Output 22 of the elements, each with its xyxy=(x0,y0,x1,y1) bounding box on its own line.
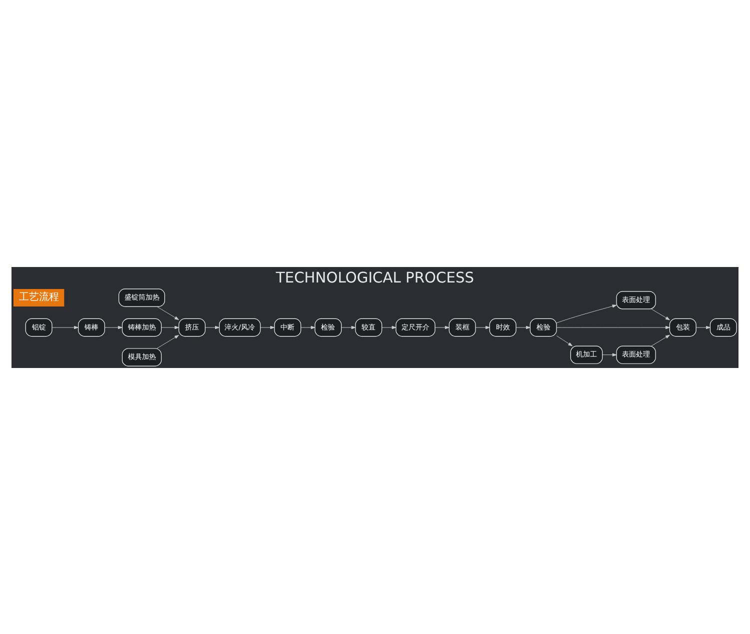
label: 工艺流程 xyxy=(18,292,59,303)
arrow xyxy=(104,325,122,329)
arrow xyxy=(556,325,670,329)
arrow xyxy=(260,325,275,329)
arrow xyxy=(556,335,573,346)
arrow xyxy=(382,325,396,329)
arrow xyxy=(300,325,316,329)
diagram-title: TECHNOLOGICAL PROCESS xyxy=(276,269,474,286)
arrow xyxy=(516,325,530,329)
arrow xyxy=(156,334,179,348)
arrow xyxy=(205,325,220,329)
arrow xyxy=(602,352,617,356)
arrow xyxy=(341,325,356,329)
arrow xyxy=(475,325,490,329)
arrow xyxy=(52,325,78,329)
arrow xyxy=(161,325,180,329)
arrow xyxy=(434,325,450,329)
arrow xyxy=(651,334,670,346)
arrow xyxy=(556,304,617,323)
arrow xyxy=(696,325,710,329)
arrow xyxy=(651,308,670,320)
arrow xyxy=(156,306,179,320)
